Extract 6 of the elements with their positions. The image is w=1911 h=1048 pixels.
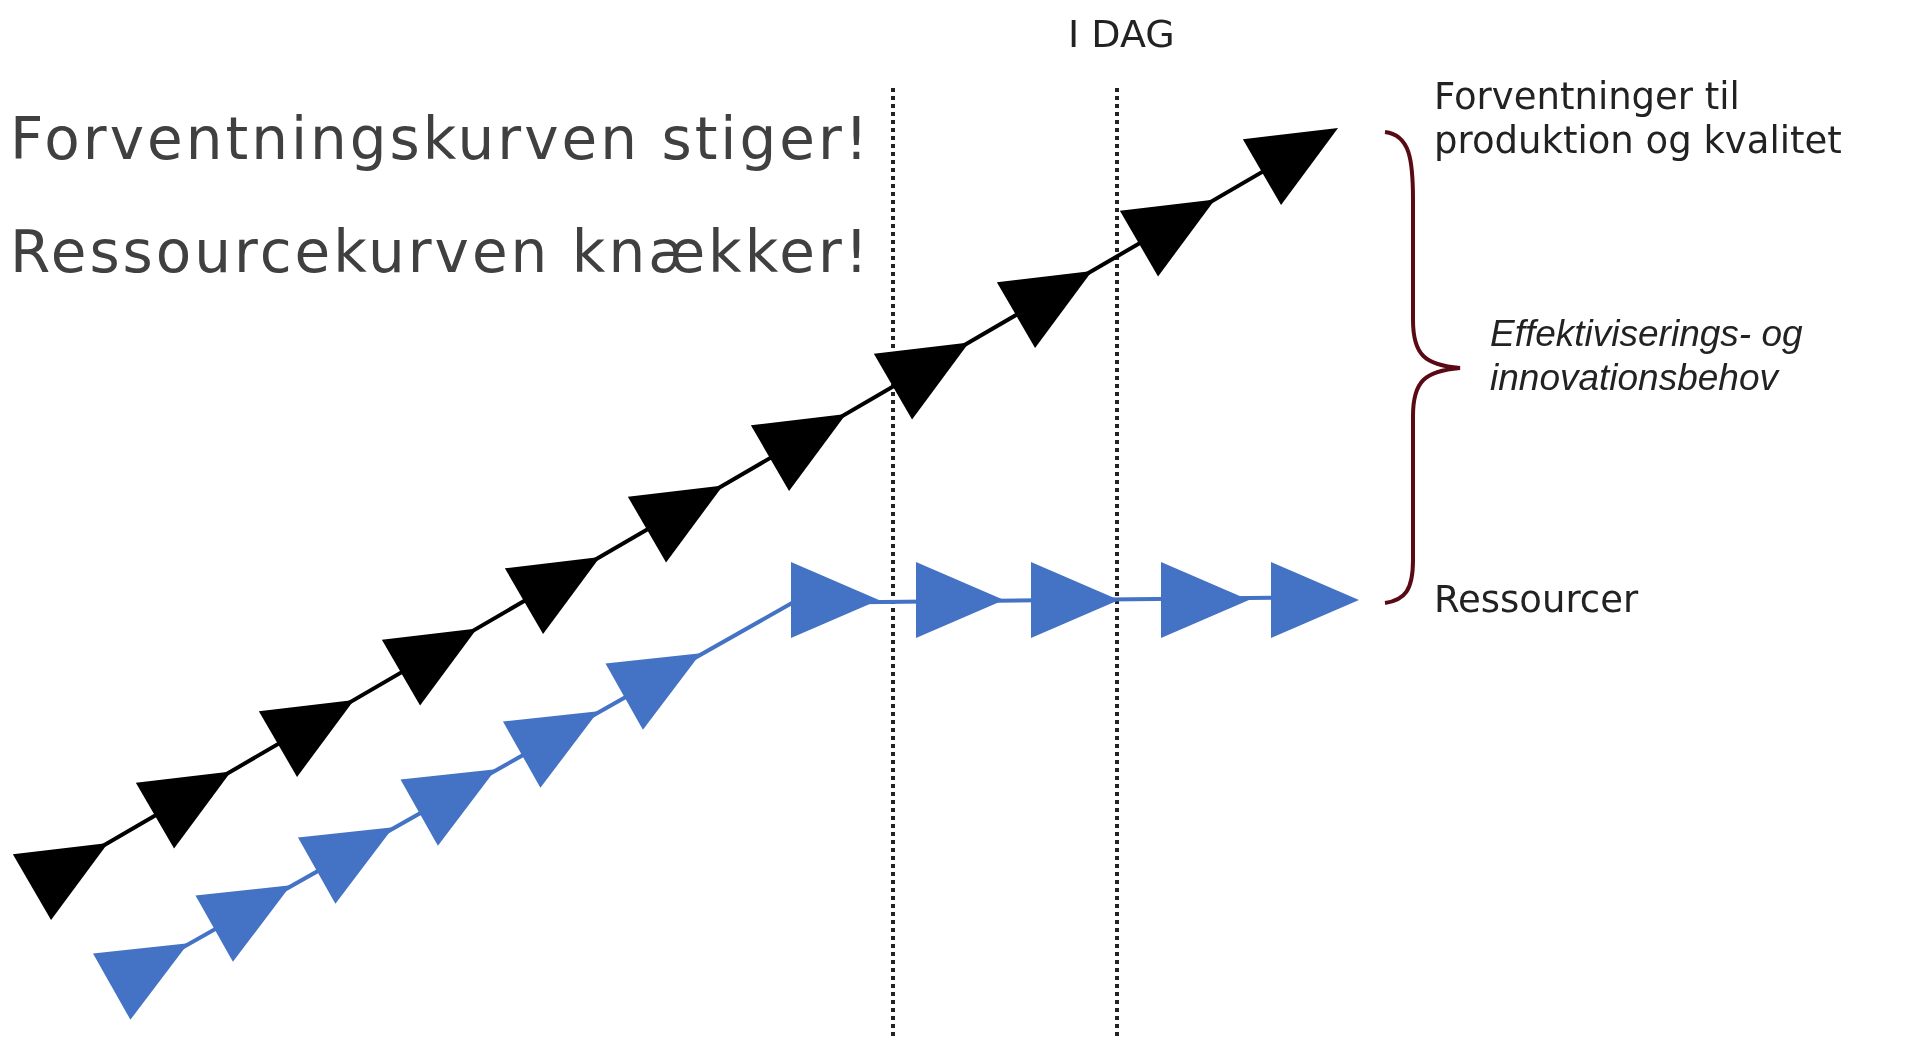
headline-text: Forventningskurven stiger! <box>10 105 872 175</box>
brace-label: Effektiviserings- og innovationsbehov <box>1490 312 1804 401</box>
curve-label: Ressourcer <box>1434 578 1639 623</box>
curve-label: Forventninger til produktion og kvalitet <box>1434 75 1843 164</box>
time-marker-label: I DAG <box>1068 12 1175 58</box>
headline-text: Ressourcekurven knækker! <box>10 218 871 288</box>
